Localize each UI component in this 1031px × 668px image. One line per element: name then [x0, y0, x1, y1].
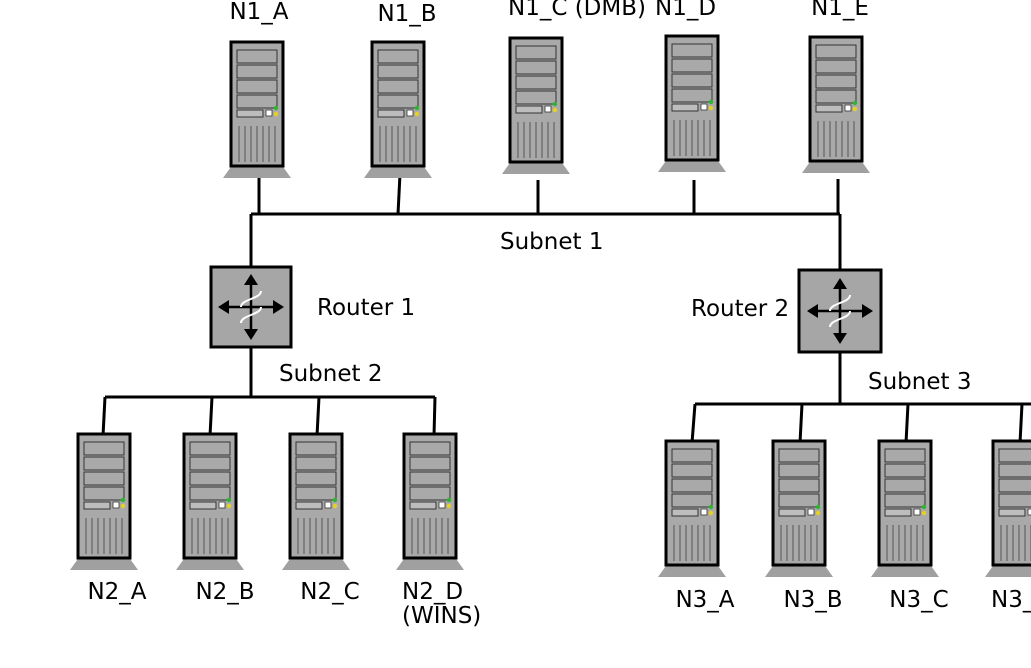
server-n1a: [223, 40, 291, 178]
server-n2d: [396, 432, 464, 570]
router-2-label: Router 2: [691, 296, 790, 322]
server-tower-icon: [765, 439, 833, 577]
router-arrows-icon: [224, 280, 278, 334]
link-n2b: [208, 396, 214, 437]
server-tower-icon: [658, 439, 726, 577]
server-n1b: [364, 40, 432, 178]
server-label-n3c: N3_C: [889, 587, 949, 613]
server-n2a: [70, 432, 138, 570]
server-label-n1c: N1_C (DMB): [508, 0, 646, 21]
link-n3b: [798, 403, 804, 444]
server-tower-icon: [871, 439, 939, 577]
server-label-n2a: N2_A: [87, 579, 147, 605]
subnet-2-label: Subnet 2: [279, 361, 383, 387]
server-tower-icon: [396, 432, 464, 570]
link-n2d: [432, 396, 437, 437]
router-1: [209, 265, 293, 349]
server-tower-icon: [658, 34, 726, 172]
server-tower-icon: [502, 36, 570, 174]
server-n1d: [658, 34, 726, 172]
server-tower-icon: [223, 40, 291, 178]
server-n3d: [985, 439, 1031, 577]
server-tower-icon: [364, 40, 432, 178]
server-label-n2d: N2_D (WINS): [402, 579, 482, 629]
server-n2b: [176, 432, 244, 570]
server-tower-icon: [176, 432, 244, 570]
server-label-n1d: N1_D: [655, 0, 717, 21]
router-1-label: Router 1: [317, 295, 416, 321]
server-label-n3b: N3_B: [783, 587, 843, 613]
server-tower-icon: [282, 432, 350, 570]
subnet-1-label: Subnet 1: [500, 229, 604, 255]
server-n1e: [802, 35, 870, 173]
server-label-n1e: N1_E: [811, 0, 869, 21]
link-n2a: [101, 396, 107, 437]
server-n2c: [282, 432, 350, 570]
router-2: [797, 268, 883, 354]
server-label-n1b: N1_B: [377, 1, 437, 27]
server-n3b: [765, 439, 833, 577]
link-n3d: [1018, 403, 1024, 444]
server-tower-icon: [985, 439, 1031, 577]
server-n3a: [658, 439, 726, 577]
server-label-n2b: N2_B: [195, 579, 255, 605]
server-n1c: [502, 36, 570, 174]
link-n1b: [396, 173, 402, 215]
subnet-3-label: Subnet 3: [868, 369, 972, 395]
server-n3c: [871, 439, 939, 577]
server-label-n1a: N1_A: [229, 0, 289, 25]
server-label-n2c: N2_C: [300, 579, 360, 605]
link-n3a: [690, 403, 697, 444]
server-tower-icon: [802, 35, 870, 173]
server-label-n3d: N3_: [991, 587, 1031, 613]
server-label-n3a: N3_A: [675, 587, 735, 613]
link-n3c: [904, 403, 910, 444]
router-arrows-icon: [813, 284, 867, 338]
server-tower-icon: [70, 432, 138, 570]
link-n2c: [315, 396, 321, 437]
